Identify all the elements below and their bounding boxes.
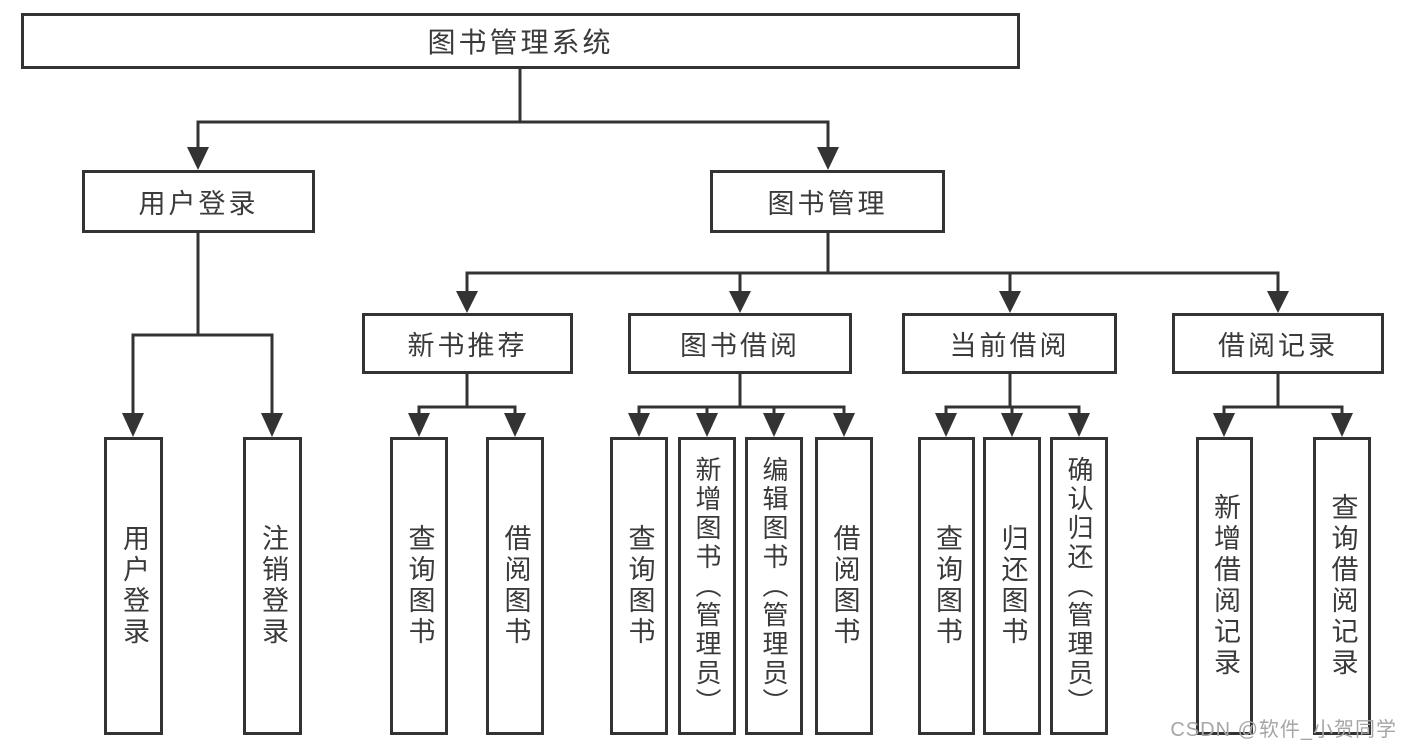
- leaf-query-books-recommend: 查询图书: [390, 437, 448, 735]
- node-book-management: 图书管理: [710, 170, 945, 233]
- node-user-login: 用户登录: [82, 170, 315, 233]
- arrowheads: [122, 147, 1353, 437]
- leaf-user-login: 用户登录: [104, 437, 163, 735]
- leaf-edit-book-admin: 编辑图书（管理员）: [745, 437, 803, 735]
- leaf-borrow-books-recommend: 借阅图书: [486, 437, 544, 735]
- node-book-borrow: 图书借阅: [628, 313, 852, 374]
- node-current-borrow: 当前借阅: [902, 313, 1117, 374]
- leaf-borrow-books: 借阅图书: [815, 437, 873, 735]
- leaf-logout: 注销登录: [243, 437, 302, 735]
- watermark-text: CSDN @软件_小贺同学: [1170, 719, 1397, 741]
- leaf-query-books-borrow: 查询图书: [610, 437, 668, 735]
- node-root: 图书管理系统: [21, 13, 1020, 69]
- leaf-confirm-return-admin: 确认归还（管理员）: [1050, 437, 1108, 735]
- node-new-book-recommend: 新书推荐: [362, 313, 573, 374]
- leaf-add-book-admin: 新增图书（管理员）: [678, 437, 736, 735]
- leaf-add-borrow-record: 新增借阅记录: [1196, 437, 1253, 735]
- leaf-query-books-current: 查询图书: [918, 437, 975, 735]
- leaf-query-borrow-record: 查询借阅记录: [1313, 437, 1371, 735]
- node-borrow-records: 借阅记录: [1172, 313, 1384, 374]
- leaf-return-book: 归还图书: [983, 437, 1041, 735]
